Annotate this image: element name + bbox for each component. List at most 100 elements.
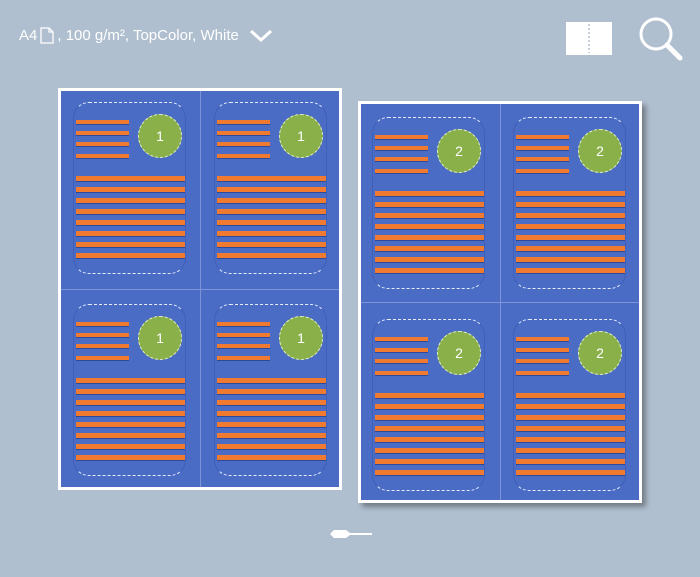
page-number-badge: 2: [578, 331, 622, 375]
text-line: [516, 202, 625, 207]
text-line: [217, 242, 326, 247]
heading-line: [217, 120, 270, 124]
text-line: [516, 393, 625, 398]
text-line: [217, 220, 326, 225]
heading-line: [375, 169, 428, 173]
paper-size: A4: [19, 27, 38, 44]
search-icon[interactable]: [636, 15, 686, 63]
text-line: [375, 257, 484, 262]
media-selector[interactable]: A4 , 100 g/m², TopColor, White: [19, 27, 274, 44]
page-card[interactable]: 1: [214, 304, 327, 476]
heading-line: [76, 142, 129, 146]
text-line: [516, 213, 625, 218]
text-line: [516, 246, 625, 251]
page-card[interactable]: 1: [73, 102, 186, 274]
text-line: [76, 220, 185, 225]
heading-line: [375, 348, 428, 352]
text-line: [76, 411, 185, 416]
page-number-badge: 2: [437, 331, 481, 375]
text-line: [375, 213, 484, 218]
text-line: [516, 191, 625, 196]
text-line: [76, 242, 185, 247]
page-card[interactable]: 1: [73, 304, 186, 476]
text-line: [76, 455, 185, 460]
text-line: [375, 470, 484, 475]
heading-line: [76, 333, 129, 337]
heading-line: [76, 131, 129, 135]
text-line: [76, 187, 185, 192]
text-line: [375, 404, 484, 409]
text-line: [217, 209, 326, 214]
text-line: [516, 426, 625, 431]
heading-line: [217, 333, 270, 337]
heading-line: [76, 120, 129, 124]
text-line: [76, 400, 185, 405]
heading-line: [76, 356, 129, 360]
page-card[interactable]: 2: [372, 319, 485, 491]
text-line: [217, 411, 326, 416]
heading-line: [516, 146, 569, 150]
heading-line: [516, 371, 569, 375]
text-line: [76, 433, 185, 438]
text-line: [76, 422, 185, 427]
sheet-1[interactable]: 1 1 1 1: [58, 88, 342, 490]
text-line: [76, 176, 185, 181]
text-line: [516, 257, 625, 262]
page-card[interactable]: 1: [214, 102, 327, 274]
heading-line: [516, 337, 569, 341]
text-line: [217, 455, 326, 460]
heading-line: [516, 135, 569, 139]
page-number-badge: 1: [138, 114, 182, 158]
text-line: [516, 404, 625, 409]
page-number-badge: 1: [279, 114, 323, 158]
text-line: [375, 246, 484, 251]
text-line: [375, 437, 484, 442]
text-line: [375, 426, 484, 431]
text-line: [217, 176, 326, 181]
text-line: [375, 268, 484, 273]
text-line: [217, 198, 326, 203]
heading-line: [217, 131, 270, 135]
text-line: [217, 378, 326, 383]
text-line: [516, 235, 625, 240]
heading-line: [217, 142, 270, 146]
text-line: [516, 437, 625, 442]
page-number-badge: 2: [437, 129, 481, 173]
text-line: [76, 209, 185, 214]
page-number-badge: 1: [279, 316, 323, 360]
heading-line: [217, 322, 270, 326]
text-line: [217, 389, 326, 394]
text-line: [217, 231, 326, 236]
page-card[interactable]: 2: [372, 117, 485, 289]
heading-line: [76, 154, 129, 158]
paper-details: , 100 g/m², TopColor, White: [57, 27, 239, 44]
booklet-layout-icon[interactable]: [566, 22, 612, 55]
heading-line: [375, 146, 428, 150]
text-line: [375, 202, 484, 207]
page-card[interactable]: 2: [513, 319, 626, 491]
heading-line: [516, 169, 569, 173]
text-line: [516, 415, 625, 420]
text-line: [375, 191, 484, 196]
zoom-slider-handle[interactable]: [328, 527, 374, 541]
heading-line: [375, 157, 428, 161]
text-line: [76, 378, 185, 383]
text-line: [375, 235, 484, 240]
text-line: [217, 433, 326, 438]
text-line: [76, 389, 185, 394]
fold-line-horizontal: [361, 302, 639, 303]
page-card[interactable]: 2: [513, 117, 626, 289]
heading-line: [76, 322, 129, 326]
text-line: [375, 448, 484, 453]
text-line: [217, 422, 326, 427]
heading-line: [516, 348, 569, 352]
text-line: [217, 253, 326, 258]
chevron-down-icon[interactable]: [248, 28, 274, 44]
text-line: [217, 400, 326, 405]
text-line: [375, 415, 484, 420]
text-line: [76, 444, 185, 449]
text-line: [76, 253, 185, 258]
heading-line: [375, 337, 428, 341]
heading-line: [516, 157, 569, 161]
